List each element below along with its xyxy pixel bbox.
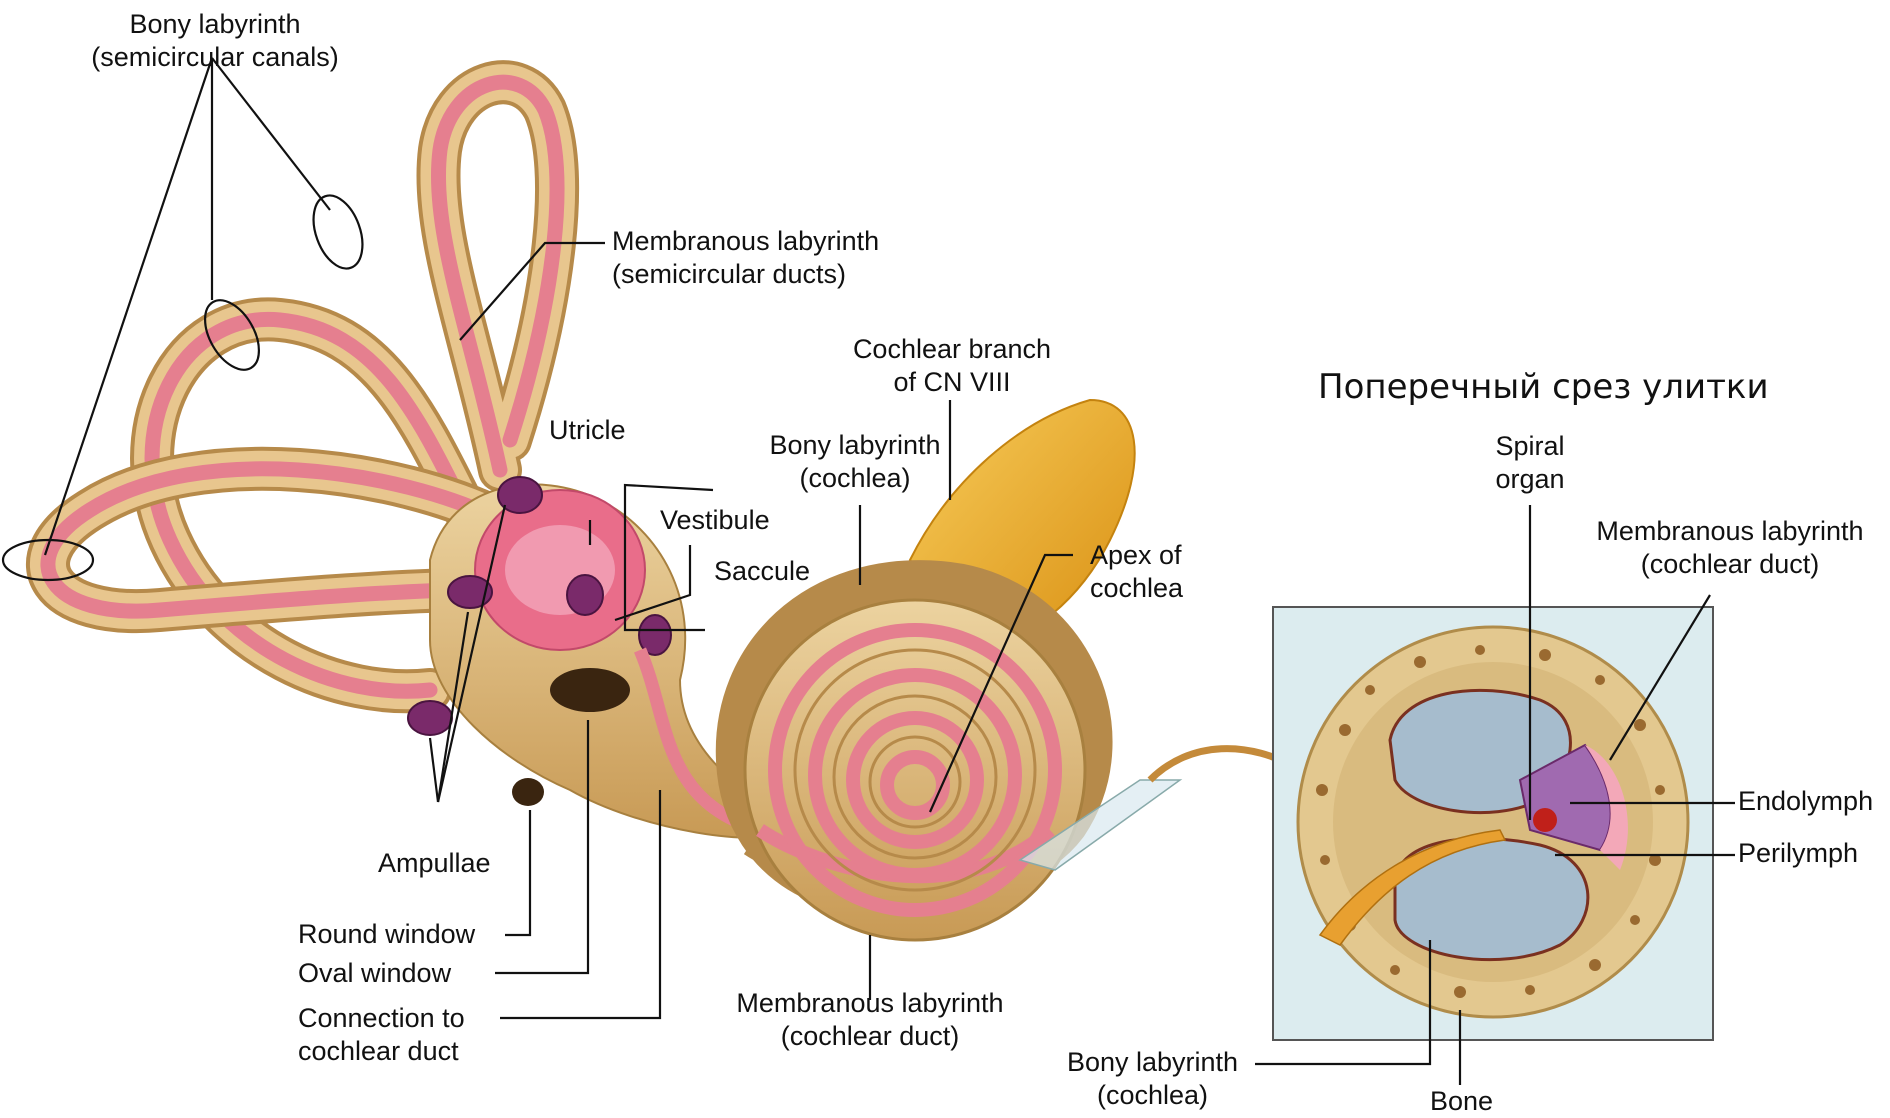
- label-bony-cochlea-section: Bony labyrinth (cochlea): [1045, 1046, 1260, 1112]
- label-round-window: Round window: [298, 918, 475, 951]
- label-membranous-semicircular: Membranous labyrinth (semicircular ducts…: [612, 225, 879, 291]
- label-oval-window: Oval window: [298, 957, 451, 990]
- label-bony-semicircular: Bony labyrinth (semicircular canals): [70, 8, 360, 74]
- label-endolymph: Endolymph: [1738, 785, 1873, 818]
- label-cochlear-branch: Cochlear branch of CN VIII: [822, 333, 1082, 399]
- cross-section: [1298, 627, 1688, 1017]
- label-ampullae: Ampullae: [378, 847, 491, 880]
- label-spiral-organ: Spiral organ: [1470, 430, 1590, 496]
- label-saccule: Saccule: [714, 555, 810, 588]
- label-connection: Connection to cochlear duct: [298, 1002, 465, 1068]
- round-window: [512, 778, 544, 806]
- cochlea: [745, 589, 1085, 940]
- label-bone: Bone: [1430, 1085, 1493, 1118]
- oval-window: [550, 668, 630, 712]
- label-membranous-cochlear-duct: Membranous labyrinth (cochlear duct): [1570, 515, 1890, 581]
- label-utricle: Utricle: [549, 414, 626, 447]
- label-perilymph: Perilymph: [1738, 837, 1858, 870]
- label-apex: Apex of cochlea: [1090, 539, 1183, 605]
- label-vestibule: Vestibule: [660, 504, 770, 537]
- section-title: Поперечный срез улитки: [1318, 367, 1769, 407]
- label-bony-cochlea: Bony labyrinth (cochlea): [735, 429, 975, 495]
- label-membranous-cochlear: Membranous labyrinth (cochlear duct): [705, 987, 1035, 1053]
